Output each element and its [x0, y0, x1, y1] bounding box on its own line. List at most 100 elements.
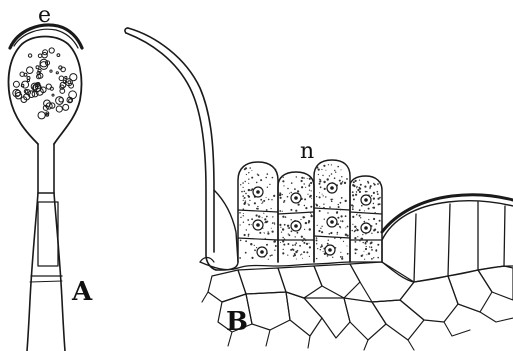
- stipple-dot: [250, 243, 252, 245]
- stipple-dot: [365, 248, 367, 250]
- stipple-dot: [309, 184, 310, 185]
- stipple-dot: [300, 254, 301, 255]
- tissue-edge: [480, 312, 513, 322]
- stipple-dot: [296, 259, 297, 260]
- stipple-dot: [367, 181, 369, 183]
- stipple-dot: [373, 257, 374, 258]
- tissue-edge: [364, 340, 368, 350]
- stipple-dot: [271, 199, 272, 200]
- stipple-dot: [262, 201, 263, 202]
- stipple-dot: [272, 231, 274, 233]
- stipple-dot: [299, 245, 301, 247]
- stipple-dot: [297, 190, 299, 192]
- stipple-dot: [366, 254, 367, 255]
- label-b: B: [226, 307, 248, 337]
- stipple-dot: [268, 259, 269, 260]
- stipple-dot: [280, 193, 281, 194]
- granule: [49, 48, 54, 53]
- stipple-dot: [341, 258, 343, 260]
- stipple-dot: [364, 210, 365, 211]
- stipple-dot: [379, 203, 381, 205]
- tissue-edge: [444, 322, 470, 336]
- stipple-dot: [365, 242, 366, 243]
- stipple-dot: [373, 198, 375, 200]
- stipple-dot: [293, 249, 295, 251]
- stipple-dot: [282, 216, 284, 218]
- stipple-dot: [366, 241, 368, 243]
- stipple-dot: [335, 172, 336, 173]
- stipple-dot: [254, 202, 256, 204]
- stipple-dot: [294, 188, 296, 190]
- stipple-dot: [319, 192, 320, 193]
- stipple-dot: [354, 248, 356, 250]
- stipple-dot: [245, 200, 246, 201]
- stipple-dot: [272, 177, 274, 179]
- stipple-dot: [275, 245, 277, 247]
- stipple-dot: [291, 182, 293, 184]
- stipple-dot: [261, 203, 262, 204]
- hair-tip: [125, 28, 128, 33]
- stipple-dot: [273, 195, 275, 197]
- stipple-dot: [244, 191, 246, 193]
- stipple-dot: [340, 209, 342, 211]
- stipple-dot: [307, 194, 308, 195]
- stipple-dot: [373, 229, 375, 231]
- stipple-dot: [263, 200, 265, 202]
- stipple-dot: [362, 234, 363, 235]
- stipple-dot: [340, 252, 341, 253]
- nucleolus: [330, 220, 334, 224]
- stipple-dot: [357, 189, 359, 191]
- stipple-dot: [294, 253, 296, 255]
- stipple-dot: [304, 205, 305, 206]
- panel-b-epidermis: [125, 28, 513, 350]
- stipple-dot: [244, 168, 246, 170]
- hair-left-wall: [27, 193, 38, 351]
- stipple-dot: [369, 188, 370, 189]
- stipple-dot: [318, 230, 320, 232]
- stipple-dot: [295, 242, 297, 244]
- tissue-edge: [202, 292, 208, 302]
- label-a: A: [71, 277, 93, 307]
- stipple-dot: [340, 227, 341, 228]
- stipple-dot: [371, 249, 373, 251]
- stipple-dot: [332, 257, 333, 258]
- stipple-dot: [310, 206, 312, 208]
- stipple-dot: [302, 240, 304, 242]
- stipple-dot: [345, 227, 346, 228]
- stipple-dot: [320, 186, 322, 188]
- stipple-dot: [266, 221, 268, 223]
- stipple-dot: [271, 228, 272, 229]
- stipple-dot: [279, 210, 281, 212]
- stipple-dot: [336, 208, 338, 210]
- stipple-dot: [336, 212, 338, 214]
- stipple-dot: [282, 180, 284, 182]
- stipple-dot: [257, 206, 258, 207]
- stipple-dot: [323, 204, 324, 205]
- stipple-dot: [324, 188, 326, 190]
- stipple-dot: [327, 212, 328, 213]
- stipple-dot: [337, 217, 339, 219]
- stipple-dot: [310, 215, 312, 217]
- stipple-dot: [283, 244, 285, 246]
- stipple-dot: [316, 243, 317, 244]
- granule: [69, 99, 72, 102]
- stipple-dot: [262, 217, 263, 218]
- stipple-dot: [284, 200, 286, 202]
- tissue-cell: [400, 276, 458, 322]
- stipple-dot: [240, 224, 241, 225]
- panel-a-glandular-hair: [9, 25, 83, 351]
- nucleolus: [256, 223, 260, 227]
- stipple-dot: [315, 204, 316, 205]
- nucleolus: [294, 224, 298, 228]
- stipple-dot: [309, 178, 311, 180]
- stipple-dot: [243, 208, 245, 210]
- stipple-dot: [328, 164, 329, 165]
- stipple-dot: [371, 258, 373, 260]
- stipple-dot: [251, 218, 253, 220]
- stipple-dot: [250, 189, 252, 191]
- stipple-dot: [359, 215, 361, 217]
- gland-cells: [238, 160, 382, 262]
- stipple-dot: [352, 208, 354, 210]
- stipple-dot: [245, 240, 247, 242]
